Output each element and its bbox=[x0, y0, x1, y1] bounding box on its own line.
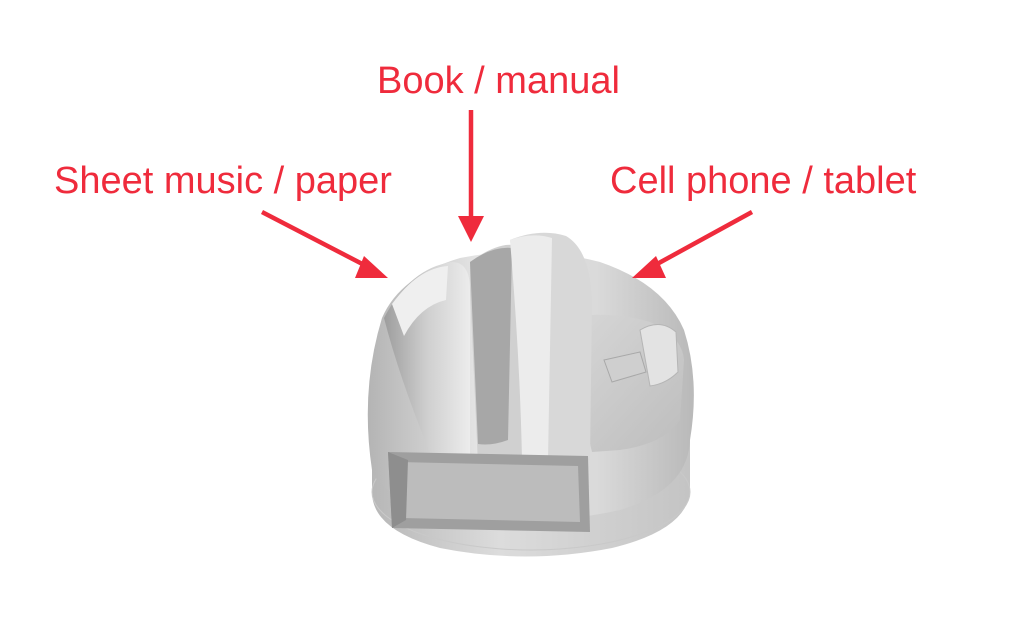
sheet-music-label: Sheet music / paper bbox=[54, 160, 392, 202]
sheet-music-arrow bbox=[260, 210, 388, 278]
phone-slot bbox=[510, 232, 592, 466]
book-slot bbox=[470, 244, 529, 470]
cell-phone-label: Cell phone / tablet bbox=[610, 160, 917, 202]
front-cutout bbox=[388, 452, 590, 532]
sheet-music-slot bbox=[384, 262, 470, 461]
phone-arrow bbox=[632, 210, 754, 278]
book-arrow bbox=[458, 110, 484, 242]
book-manual-label: Book / manual bbox=[377, 60, 620, 102]
